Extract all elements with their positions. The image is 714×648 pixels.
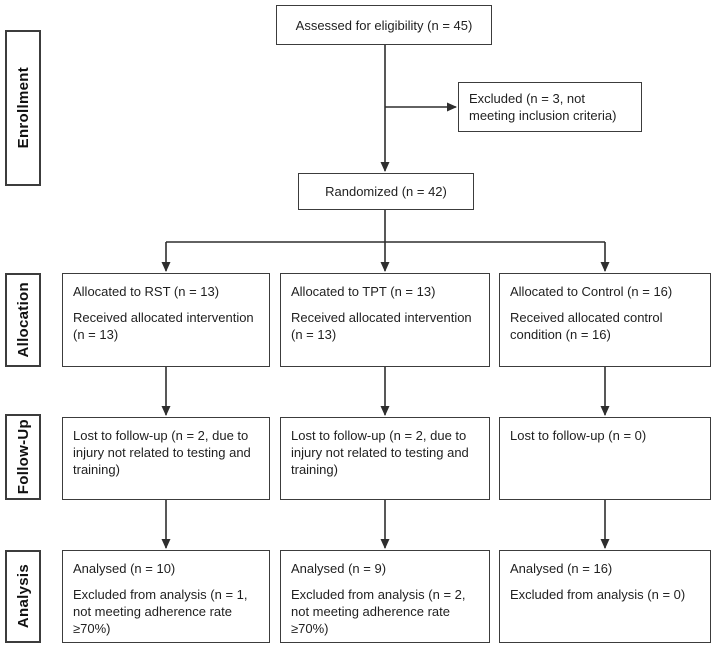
followup-box-rst: Lost to follow-up (n = 2, due to injury … xyxy=(62,417,270,500)
assessed-eligibility-box: Assessed for eligibility (n = 45) xyxy=(276,5,492,45)
stage-label-analysis: Analysis xyxy=(14,564,32,629)
stage-label-enrollment: Enrollment xyxy=(14,67,32,149)
allocation-box-tpt: Allocated to TPT (n = 13) Received alloc… xyxy=(280,273,490,367)
followup-rst-text: Lost to follow-up (n = 2, due to injury … xyxy=(73,428,251,477)
followup-control-text: Lost to follow-up (n = 0) xyxy=(510,428,647,443)
allocated-control-text: Allocated to Control (n = 16) xyxy=(510,284,673,299)
stage-label-followup: Follow-Up xyxy=(14,419,32,495)
assessed-eligibility-text: Assessed for eligibility (n = 45) xyxy=(295,17,473,33)
analysed-rst-text: Analysed (n = 10) xyxy=(73,561,176,576)
excluded-text: Excluded (n = 3, not meeting inclusion c… xyxy=(469,91,617,123)
analysis-excluded-tpt-text: Excluded from analysis (n = 2, not meeti… xyxy=(291,587,466,636)
analysis-box-rst: Analysed (n = 10) Excluded from analysis… xyxy=(62,550,270,643)
allocated-rst-text: Allocated to RST (n = 13) xyxy=(73,284,220,299)
randomized-text: Randomized (n = 42) xyxy=(325,184,447,199)
allocation-box-control: Allocated to Control (n = 16) Received a… xyxy=(499,273,711,367)
stage-label-allocation: Allocation xyxy=(14,282,32,358)
analysis-box-control: Analysed (n = 16) Excluded from analysis… xyxy=(499,550,711,643)
stage-box-allocation: Allocation xyxy=(5,273,41,367)
allocation-box-rst: Allocated to RST (n = 13) Received alloc… xyxy=(62,273,270,367)
excluded-box: Excluded (n = 3, not meeting inclusion c… xyxy=(458,82,642,132)
analysed-tpt-text: Analysed (n = 9) xyxy=(291,561,387,576)
analysis-excluded-control-text: Excluded from analysis (n = 0) xyxy=(510,587,686,602)
stage-box-analysis: Analysis xyxy=(5,550,41,643)
randomized-box: Randomized (n = 42) xyxy=(298,173,474,210)
received-control-text: Received allocated control condition (n … xyxy=(510,310,663,342)
analysed-control-text: Analysed (n = 16) xyxy=(510,561,613,576)
analysis-excluded-rst-text: Excluded from analysis (n = 1, not meeti… xyxy=(73,587,248,636)
stage-box-followup: Follow-Up xyxy=(5,414,41,500)
followup-box-tpt: Lost to follow-up (n = 2, due to injury … xyxy=(280,417,490,500)
received-tpt-text: Received allocated intervention (n = 13) xyxy=(291,310,472,342)
received-rst-text: Received allocated intervention (n = 13) xyxy=(73,310,254,342)
followup-box-control: Lost to follow-up (n = 0) xyxy=(499,417,711,500)
allocated-tpt-text: Allocated to TPT (n = 13) xyxy=(291,284,436,299)
followup-tpt-text: Lost to follow-up (n = 2, due to injury … xyxy=(291,428,469,477)
analysis-box-tpt: Analysed (n = 9) Excluded from analysis … xyxy=(280,550,490,643)
stage-box-enrollment: Enrollment xyxy=(5,30,41,186)
